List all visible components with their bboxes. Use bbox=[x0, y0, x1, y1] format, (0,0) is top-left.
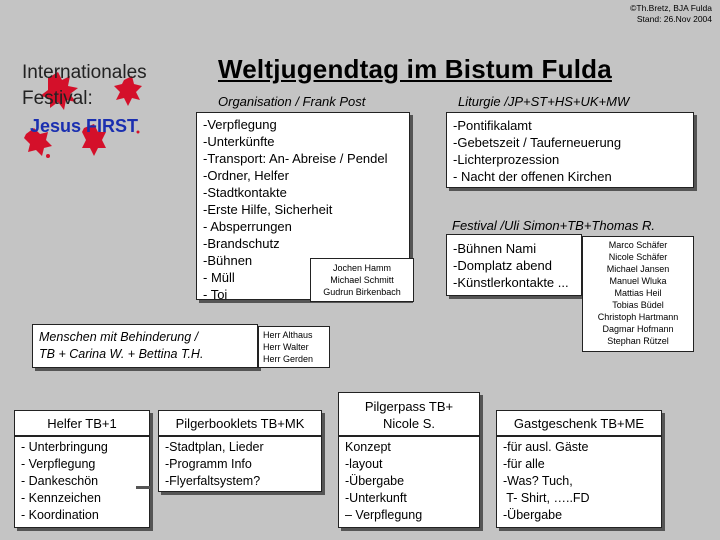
list-item: - Absperrungen bbox=[203, 219, 292, 234]
organisation-header: Organisation / Frank Post bbox=[218, 94, 366, 109]
list-item: T- Shirt, …..FD bbox=[503, 491, 590, 505]
team-member: Michael Schmitt bbox=[330, 275, 394, 285]
list-item: -Flyerfaltsystem? bbox=[165, 474, 261, 488]
paint-splash-icon bbox=[24, 72, 142, 158]
list-item: -für alle bbox=[503, 457, 545, 471]
organisation-team-box: Jochen Hamm Michael Schmitt Gudrun Birke… bbox=[310, 258, 414, 302]
team-member: Stephan Rützel bbox=[607, 336, 669, 346]
list-item: -Ordner, Helfer bbox=[203, 168, 289, 183]
list-item: - Nacht der offenen Kirchen bbox=[453, 169, 612, 184]
team-member: Gudrun Birkenbach bbox=[323, 287, 401, 297]
list-item: - Toi bbox=[203, 287, 228, 302]
list-item: - Dankeschön bbox=[21, 474, 99, 488]
gastgeschenk-title: Gastgeschenk TB+ME bbox=[513, 416, 645, 431]
team-member: Herr Walter bbox=[263, 342, 309, 352]
list-item: -Unterkünfte bbox=[203, 134, 275, 149]
list-item: -Stadtkontakte bbox=[203, 185, 287, 200]
page-title: Weltjugendtag im Bistum Fulda bbox=[218, 54, 612, 84]
liturgie-header: Liturgie /JP+ST+HS+UK+MW bbox=[458, 94, 630, 109]
pilgerpass-box: Konzept -layout -Übergabe -Unterkunft – … bbox=[338, 436, 480, 528]
list-item: Konzept bbox=[345, 440, 391, 454]
festival-team-box: Marco Schäfer Nicole Schäfer Michael Jan… bbox=[582, 236, 694, 352]
helfer-title: Helfer TB+1 bbox=[47, 416, 117, 431]
list-item: - Unterbringung bbox=[21, 440, 108, 454]
team-member: Jochen Hamm bbox=[332, 263, 392, 273]
list-item: -Brandschutz bbox=[203, 236, 280, 251]
list-item: – Verpflegung bbox=[345, 508, 423, 522]
list-item: -Unterkunft bbox=[345, 491, 407, 505]
helfer-box: - Unterbringung - Verpflegung - Dankesch… bbox=[14, 436, 150, 528]
list-item: -Programm Info bbox=[165, 457, 252, 471]
gastgeschenk-header: Gastgeschenk TB+ME bbox=[496, 410, 662, 436]
list-item: -für ausl. Gäste bbox=[503, 440, 589, 454]
list-item: -Gebetszeit / Tauferneuerung bbox=[453, 135, 622, 150]
behinderung-box: Menschen mit Behinderung / TB + Carina W… bbox=[32, 324, 258, 368]
pilgerbooklets-box: -Stadtplan, Lieder -Programm Info -Flyer… bbox=[158, 436, 322, 492]
behinderung-line: TB + Carina W. + Bettina T.H. bbox=[39, 347, 204, 361]
date-line: Stand: 26.Nov 2004 bbox=[636, 14, 712, 24]
team-member: Tobias Büdel bbox=[612, 300, 664, 310]
team-member: Herr Gerden bbox=[263, 354, 314, 364]
pilgerpass-header: Pilgerpass TB+ Nicole S. bbox=[338, 392, 480, 436]
list-item: -Künstlerkontakte ... bbox=[453, 275, 569, 290]
list-item: -Übergabe bbox=[345, 474, 405, 488]
list-item: -Übergabe bbox=[503, 508, 563, 522]
team-member: Manuel Wluka bbox=[609, 276, 667, 286]
list-item: -Verpflegung bbox=[203, 117, 277, 132]
pilgerpass-title-line: Pilgerpass TB+ bbox=[364, 399, 454, 414]
copyright-note: ©Th.Bretz, BJA Fulda Stand: 26.Nov 2004 bbox=[630, 3, 712, 25]
team-member: Herr Althaus bbox=[263, 330, 313, 340]
list-item: -Bühnen Nami bbox=[453, 241, 537, 256]
team-member: Dagmar Hofmann bbox=[602, 324, 674, 334]
festival-box: -Bühnen Nami -Domplatz abend -Künstlerko… bbox=[446, 234, 582, 296]
dash-marker bbox=[136, 486, 150, 489]
list-item: -Bühnen bbox=[203, 253, 253, 268]
team-member: Michael Jansen bbox=[606, 264, 670, 274]
festival-logo-line1: Internationales bbox=[22, 62, 147, 83]
pilgerbooklets-title: Pilgerbooklets TB+MK bbox=[175, 416, 305, 431]
behinderung-team-box: Herr Althaus Herr Walter Herr Gerden bbox=[258, 326, 330, 368]
team-member: Mattias Heil bbox=[614, 288, 662, 298]
copyright-line: ©Th.Bretz, BJA Fulda bbox=[630, 3, 712, 13]
list-item: -layout bbox=[345, 457, 383, 471]
behinderung-line: Menschen mit Behinderung / bbox=[39, 330, 199, 344]
team-member: Nicole Schäfer bbox=[608, 252, 668, 262]
team-member: Marco Schäfer bbox=[608, 240, 668, 250]
list-item: -Pontifikalamt bbox=[453, 118, 532, 133]
helfer-header: Helfer TB+1 bbox=[14, 410, 150, 436]
festival-logo-line2: Festival: bbox=[22, 88, 93, 109]
list-item: - Koordination bbox=[21, 508, 99, 522]
list-item: -Transport: An- Abreise / Pendel bbox=[203, 151, 388, 166]
festival-logo-line3: Jesus FIRST bbox=[30, 116, 139, 136]
list-item: - Kennzeichen bbox=[21, 491, 101, 505]
liturgie-box: -Pontifikalamt -Gebetszeit / Tauferneuer… bbox=[446, 112, 694, 188]
list-item: -Was? Tuch, bbox=[503, 474, 573, 488]
list-item: -Erste Hilfe, Sicherheit bbox=[203, 202, 333, 217]
list-item: -Domplatz abend bbox=[453, 258, 552, 273]
team-member: Christoph Hartmann bbox=[597, 312, 679, 322]
list-item: -Stadtplan, Lieder bbox=[165, 440, 264, 454]
list-item: - Verpflegung bbox=[21, 457, 96, 471]
festival-header: Festival /Uli Simon+TB+Thomas R. bbox=[452, 218, 656, 233]
pilgerpass-title-line: Nicole S. bbox=[382, 416, 436, 431]
pilgerbooklets-header: Pilgerbooklets TB+MK bbox=[158, 410, 322, 436]
list-item: -Lichterprozession bbox=[453, 152, 560, 167]
list-item: - Müll bbox=[203, 270, 235, 285]
gastgeschenk-box: -für ausl. Gäste -für alle -Was? Tuch, T… bbox=[496, 436, 662, 528]
festival-logo: Internationales Festival: Jesus FIRST bbox=[0, 50, 200, 170]
